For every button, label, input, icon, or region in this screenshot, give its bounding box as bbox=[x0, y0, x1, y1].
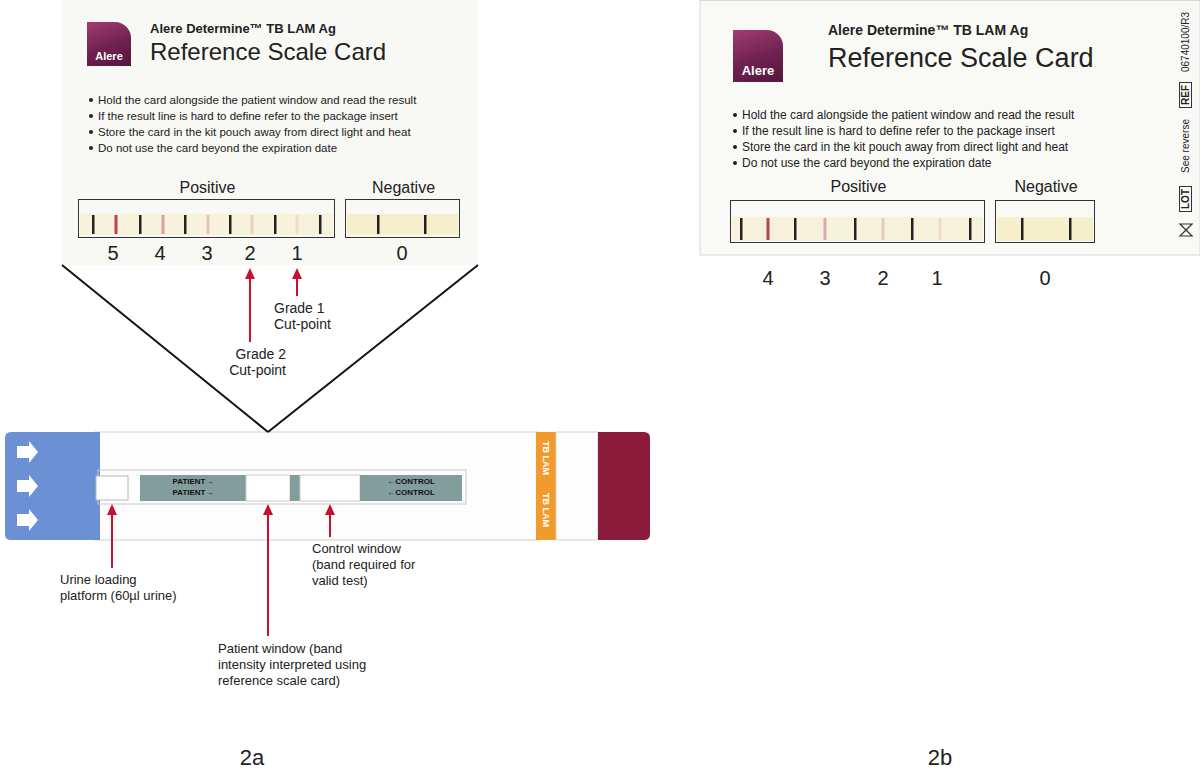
instruction: Do not use the card beyond the expiratio… bbox=[742, 156, 992, 170]
grade-line bbox=[296, 215, 299, 234]
ref-symbol: REF bbox=[1179, 82, 1192, 108]
grade-number: 3 bbox=[201, 242, 212, 264]
grade-number: 3 bbox=[819, 267, 830, 289]
test-strip: PATIENT→ PATIENT→ ←CONTROL ←CONTROL TB LAM TB… bbox=[5, 432, 650, 540]
strip-marking: TB LAM bbox=[541, 441, 551, 475]
scale-band bbox=[732, 217, 983, 241]
strip-marking: ←CONTROL bbox=[387, 477, 435, 486]
reference-card: Alere Determine™ TB LAM Ag Reference Scal… bbox=[700, 0, 1200, 255]
grade-number: 1 bbox=[291, 242, 302, 264]
cut-point-arrow bbox=[245, 268, 255, 342]
grade-line bbox=[162, 215, 165, 234]
scale-heading: Negative bbox=[372, 179, 435, 196]
scale-band bbox=[347, 214, 458, 235]
test-strip-drawing bbox=[5, 432, 650, 540]
bullet-dot bbox=[89, 98, 93, 102]
scale-heading: Positive bbox=[179, 179, 235, 196]
strip-marking: PATIENT→ bbox=[172, 488, 213, 497]
callout-arrow bbox=[263, 504, 273, 636]
positive-box: Positive bbox=[730, 200, 985, 243]
callout-label: Urine loading platform (60µl urine) bbox=[60, 572, 177, 603]
callout-label: Control window (band required for valid … bbox=[312, 541, 415, 588]
scale-heading: Positive bbox=[830, 178, 886, 195]
positive-box: Positive bbox=[78, 199, 335, 238]
grade-number: 2 bbox=[244, 242, 255, 264]
grade-line bbox=[207, 215, 210, 234]
instruction: Store the card in the kit pouch away fro… bbox=[98, 126, 411, 138]
bullet-dot bbox=[733, 129, 737, 133]
cut-point-arrow bbox=[292, 268, 302, 296]
strip-marking: ←CONTROL bbox=[387, 488, 435, 497]
lot-note: See reverse bbox=[1180, 119, 1191, 173]
instruction: If the result line is hard to define ref… bbox=[742, 124, 1055, 138]
bullet-dot bbox=[89, 114, 93, 118]
grade-number: 1 bbox=[931, 267, 942, 289]
card-title: Alere Determine™ TB LAM Ag bbox=[150, 21, 336, 36]
instruction: Hold the card alongside the patient wind… bbox=[98, 94, 416, 106]
card-ground bbox=[700, 1, 1200, 256]
logo-text: Alere bbox=[742, 63, 775, 78]
callout-label: Patient window (band intensity interpret… bbox=[218, 641, 366, 688]
instruction: Store the card in the kit pouch away fro… bbox=[742, 140, 1068, 154]
cut-point-label: Grade 1 Cut-point bbox=[274, 300, 331, 332]
instruction: If the result line is hard to define ref… bbox=[98, 110, 398, 122]
scale-bar bbox=[377, 215, 380, 234]
cut-point-label: Grade 2 Cut-point bbox=[229, 346, 286, 378]
card-heading: Reference Scale Card bbox=[150, 38, 386, 65]
logo-box: Alere bbox=[733, 30, 783, 82]
grade-number: 0 bbox=[1039, 267, 1050, 289]
bullet-dot bbox=[733, 145, 737, 149]
grade-line bbox=[767, 218, 770, 240]
grade-number: 4 bbox=[762, 267, 773, 289]
bullet-dot bbox=[733, 113, 737, 117]
bullet-dot bbox=[89, 146, 93, 150]
scale-bars bbox=[740, 218, 972, 240]
negative-box: Negative bbox=[345, 199, 460, 238]
hourglass-icon bbox=[1180, 224, 1192, 236]
grade-line bbox=[882, 218, 885, 240]
scale-bar bbox=[424, 215, 427, 234]
grade-line bbox=[115, 215, 118, 234]
strip-marking: TB LAM bbox=[541, 493, 551, 527]
grade-number: 5 bbox=[107, 242, 118, 264]
callout-arrow bbox=[325, 504, 335, 537]
grade-line bbox=[251, 215, 254, 234]
grade-line bbox=[824, 218, 827, 240]
reference-card: Alere Determine™ TB LAM Ag Reference Scal… bbox=[62, 0, 478, 265]
bullet-dot bbox=[733, 161, 737, 165]
lot-symbol: LOT bbox=[1179, 186, 1192, 212]
callout-arrow bbox=[107, 504, 117, 568]
logo-box: Alere bbox=[87, 22, 131, 66]
card-heading: Reference Scale Card bbox=[828, 43, 1094, 73]
instruction: Hold the card alongside the patient wind… bbox=[742, 108, 1074, 122]
grade-number: 4 bbox=[154, 242, 165, 264]
scale-bar bbox=[1021, 218, 1024, 240]
panel-label: 2a bbox=[240, 745, 264, 770]
grade-number: 0 bbox=[396, 242, 407, 264]
negative-box: Negative bbox=[995, 200, 1095, 243]
scale-bars bbox=[92, 215, 322, 234]
panel-label: 2b bbox=[928, 745, 952, 770]
scale-band bbox=[80, 214, 333, 235]
card-title: Alere Determine™ TB LAM Ag bbox=[828, 22, 1028, 38]
grade-number: 2 bbox=[877, 267, 888, 289]
logo-text: Alere bbox=[95, 50, 123, 62]
scale-band bbox=[997, 217, 1093, 241]
zoom-line bbox=[268, 265, 478, 432]
scale-bar bbox=[1069, 218, 1072, 240]
grade-line bbox=[939, 218, 942, 240]
bullet-dot bbox=[89, 130, 93, 134]
card-ground bbox=[62, 0, 478, 265]
reference-number: 06740100/R3 bbox=[1180, 12, 1191, 72]
strip-marking: PATIENT→ bbox=[172, 477, 213, 486]
scale-heading: Negative bbox=[1014, 178, 1077, 195]
instruction: Do not use the card beyond the expiratio… bbox=[98, 142, 337, 154]
